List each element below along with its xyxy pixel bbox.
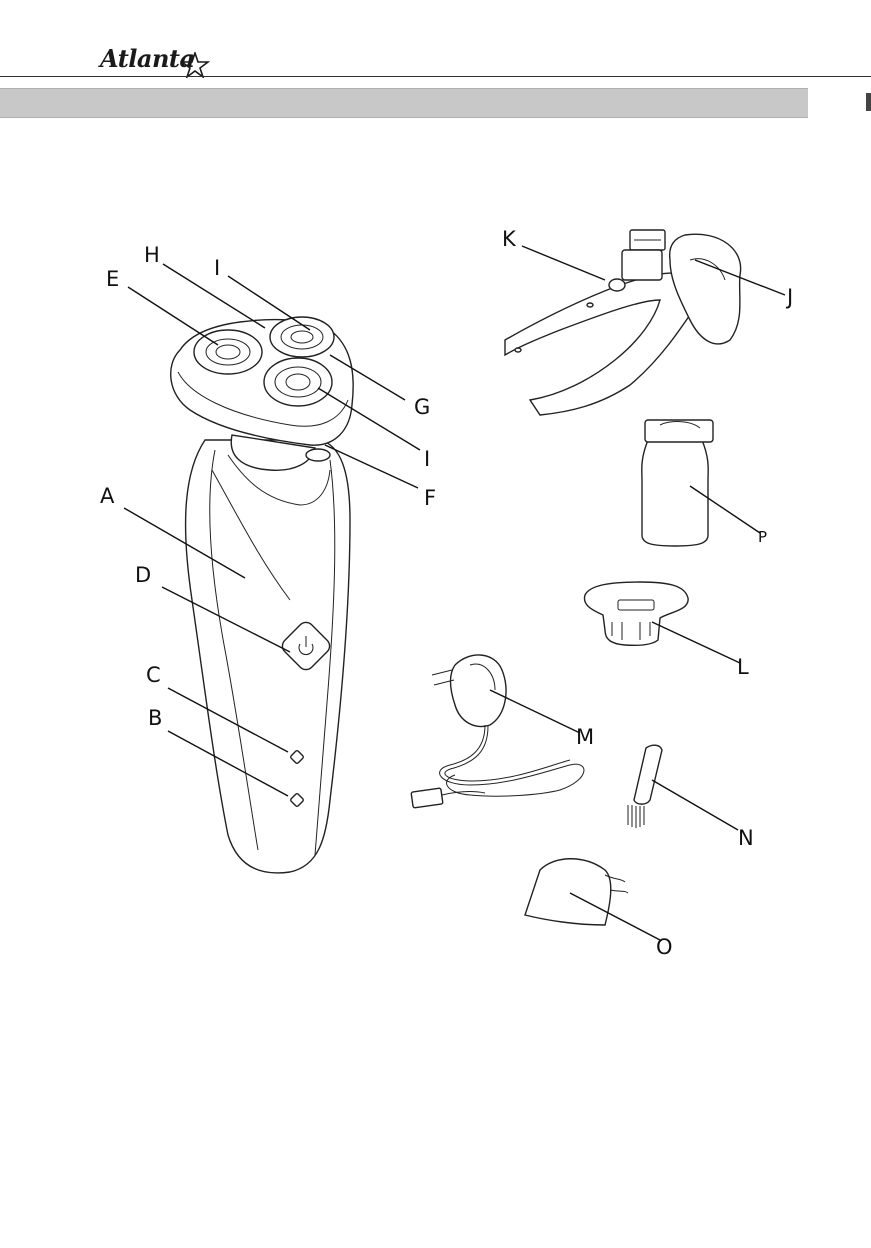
power-adapter [411, 655, 584, 808]
cleaning-brush [628, 745, 662, 828]
trimmer-view [505, 230, 741, 415]
label-f: F [424, 486, 436, 510]
oil-bottle [642, 420, 713, 546]
label-e: E [106, 267, 119, 291]
label-d: D [135, 563, 151, 587]
label-k: K [502, 227, 517, 251]
label-l: L [737, 655, 749, 679]
label-b: B [148, 706, 162, 730]
label-p: P [758, 528, 767, 546]
label-j: J [785, 285, 793, 309]
label-h: H [144, 243, 160, 267]
label-o: O [656, 935, 673, 959]
label-c: C [146, 663, 161, 687]
label-i-bottom: I [424, 447, 430, 471]
label-g: G [414, 395, 430, 419]
label-i-top: I [214, 256, 220, 280]
label-m: M [576, 725, 594, 749]
label-a: A [100, 484, 115, 508]
label-n: N [738, 826, 754, 850]
trimmer-attachment [584, 582, 688, 645]
shaver-body [186, 440, 350, 873]
